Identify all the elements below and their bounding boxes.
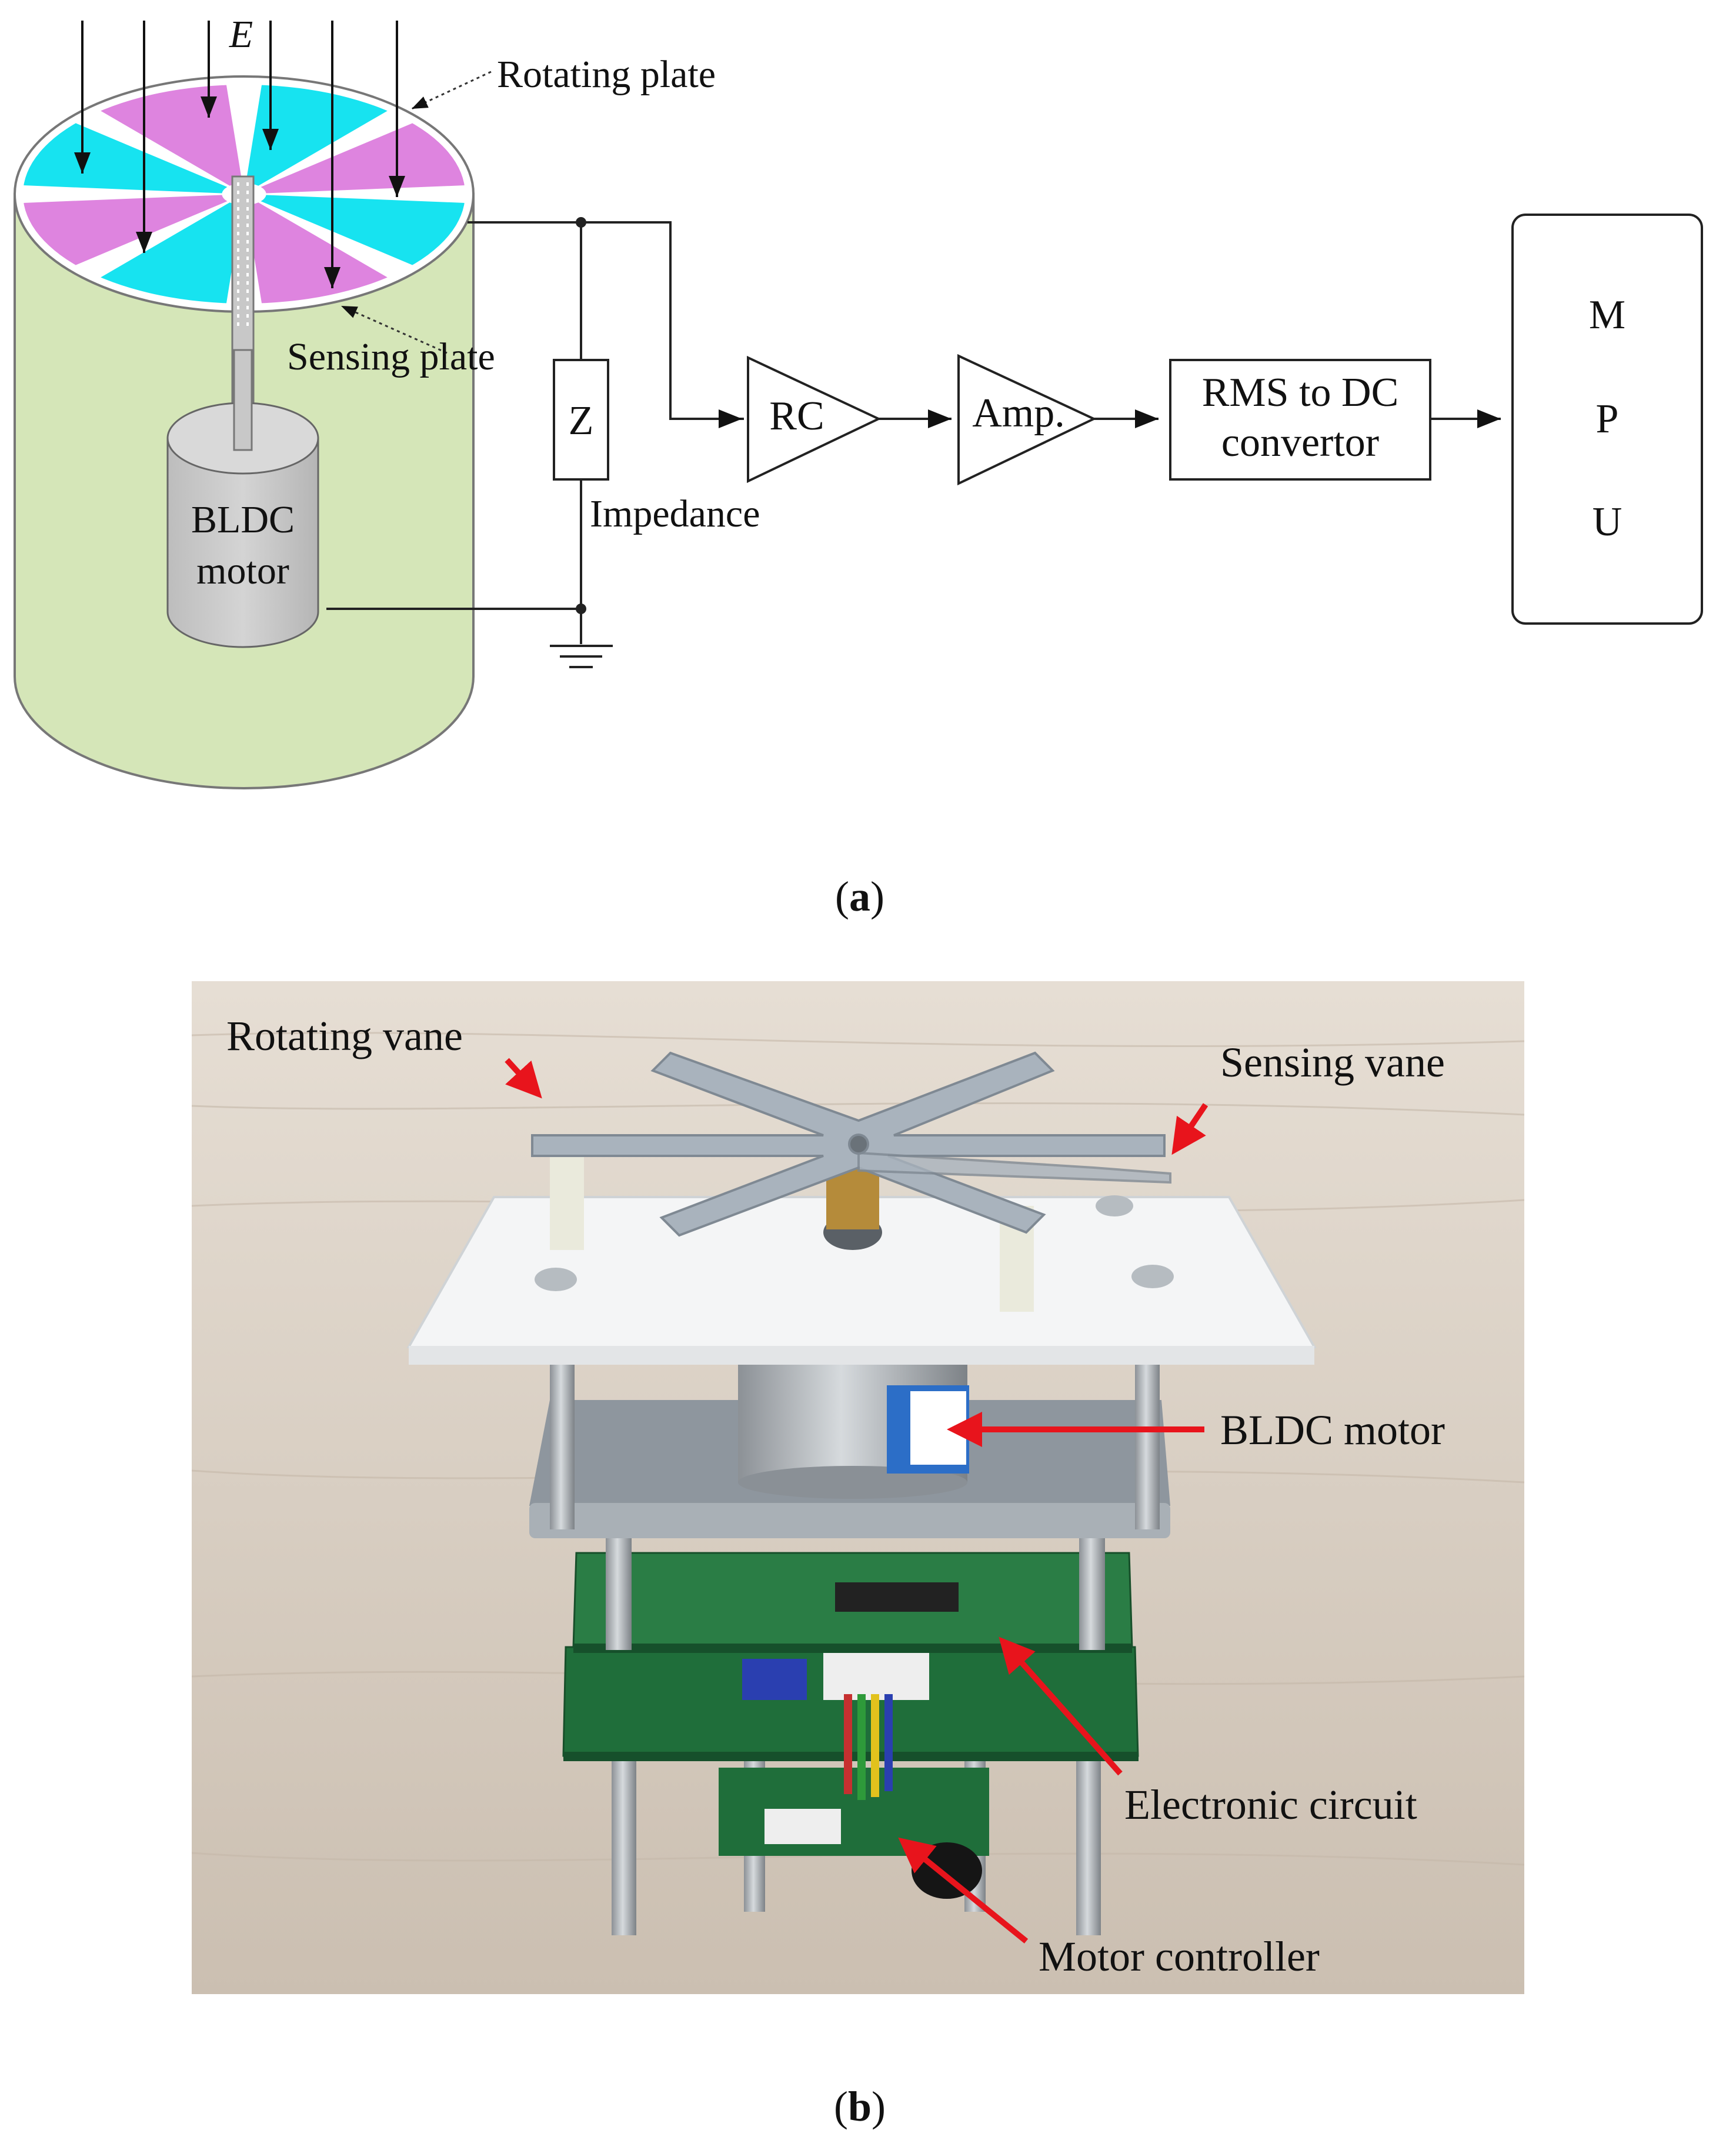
rms-line1: RMS to DC — [1202, 370, 1399, 415]
vane-wedge — [246, 85, 390, 186]
rotating-plate-callout: Rotating plate — [411, 53, 716, 110]
vane-wedge — [261, 122, 465, 194]
bldc-motor-label: BLDC motor — [1220, 1406, 1445, 1454]
sensing-plate-callout: Sensing plate — [287, 305, 495, 378]
motor-label-line2: motor — [196, 549, 289, 592]
vane-wedge — [23, 122, 228, 194]
motor-controller-label: Motor controller — [1039, 1933, 1320, 1980]
motor-label-line1: BLDC — [191, 498, 295, 541]
rms-line2: convertor — [1221, 420, 1379, 465]
sensing-plate-label: Sensing plate — [287, 335, 495, 378]
impedance-symbol: Z — [569, 398, 594, 444]
pcb-lower — [562, 1646, 1139, 1800]
mpu-letter-m: M — [1589, 292, 1625, 338]
amplifier-block: Amp. — [957, 354, 1097, 486]
vane-wedge — [261, 195, 465, 266]
vane-wedge — [98, 202, 242, 304]
white-top-plate — [406, 1195, 1317, 1365]
bldc-motor-can — [738, 1353, 969, 1499]
impedance-label: Impedance — [590, 492, 760, 535]
rc-label: RC — [769, 394, 824, 439]
bldc-motor: BLDC motor — [166, 349, 319, 648]
figure-b: Rotating vane Sensing vane BLDC motor El… — [192, 981, 1524, 2130]
rc-filter-block: RC — [747, 355, 882, 484]
figure-a: BLDC motor E Rotating plate Sensing plat… — [14, 13, 1703, 920]
rms-to-dc-block: RMS to DC convertor — [1169, 359, 1431, 481]
rotating-vane-label: Rotating vane — [226, 1012, 463, 1059]
photo-annotations: Rotating vane Sensing vane BLDC motor El… — [226, 1012, 1445, 1980]
mpu-letter-p: P — [1596, 396, 1619, 442]
circuit-wiring — [326, 217, 1501, 668]
vane-wedge — [23, 195, 228, 266]
sensing-vane-label: Sensing vane — [1220, 1039, 1445, 1086]
standoffs-mid — [606, 1526, 1105, 1650]
device-photo — [192, 981, 1524, 1994]
plate-pillars — [550, 1353, 1160, 1529]
mpu-block: M P U — [1511, 214, 1703, 625]
mpu-letter-u: U — [1593, 499, 1623, 545]
electronic-circuit-label: Electronic circuit — [1124, 1781, 1417, 1828]
caption-a: (a) — [835, 873, 884, 920]
pcb-upper — [572, 1552, 1133, 1653]
impedance-block: Z Impedance — [553, 359, 760, 535]
rotating-plate-label: Rotating plate — [497, 53, 716, 96]
field-arrows: E — [74, 13, 405, 288]
vane-wedge — [246, 202, 390, 304]
field-label: E — [229, 13, 253, 56]
vane-star — [531, 1051, 1171, 1237]
amp-label: Amp. — [972, 391, 1065, 436]
caption-b: (b) — [834, 2083, 886, 2130]
